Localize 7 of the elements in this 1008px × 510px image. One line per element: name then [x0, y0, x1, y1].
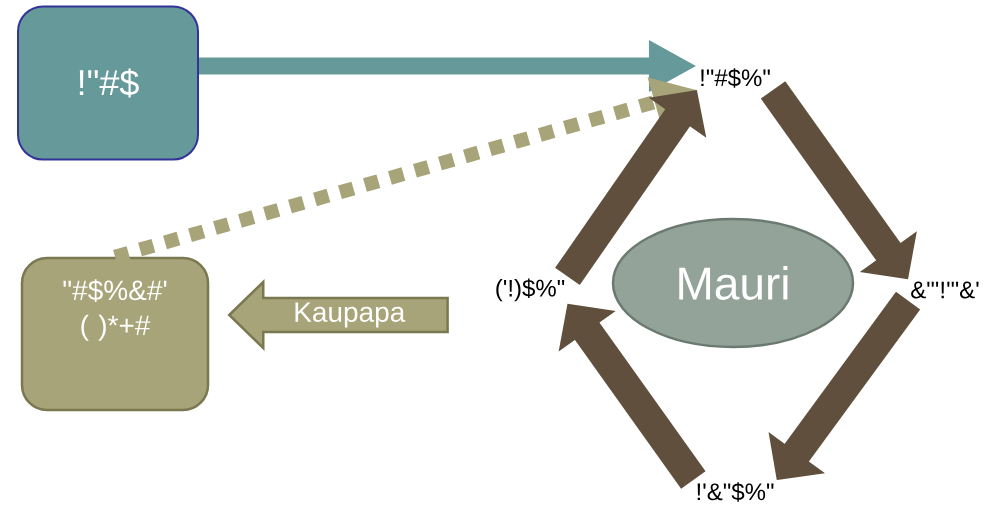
label: &"'!'"&': [911, 281, 979, 299]
label: ('!)$%": [496, 278, 565, 302]
label: !"#$%": [701, 68, 770, 88]
edge-label: Kaupapa: [292, 301, 407, 329]
label: !'&"$%": [697, 482, 774, 502]
rounded-box: "#$%&#' ( )*+#: [20, 256, 210, 412]
rounded-box: !"#$: [17, 5, 199, 161]
